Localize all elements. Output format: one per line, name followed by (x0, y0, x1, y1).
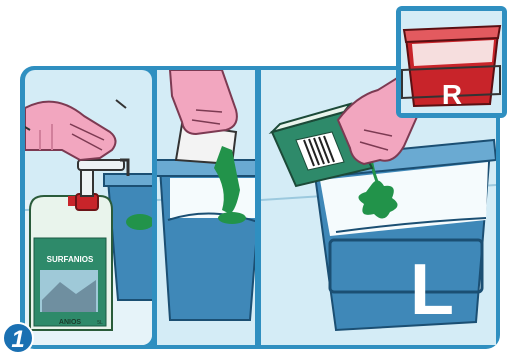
bottle-brand-label: SURFANIOS (47, 255, 94, 264)
basin-icon (156, 160, 262, 320)
bottle-volume-label: 5L (97, 320, 103, 326)
basin-letter-right: R (442, 79, 462, 110)
panel-divider (152, 70, 157, 345)
bottle-maker-label: ANIOS (59, 319, 82, 326)
inset-red-basin: R (396, 6, 507, 118)
panel-divider (255, 70, 261, 345)
panel-sachet (156, 70, 262, 345)
green-liquid (126, 214, 154, 230)
basin-letter-left: L (410, 250, 454, 330)
step-number: 1 (11, 326, 24, 353)
green-liquid (218, 212, 246, 224)
panel-pump (20, 70, 160, 345)
step-badge: 1 (3, 323, 33, 353)
